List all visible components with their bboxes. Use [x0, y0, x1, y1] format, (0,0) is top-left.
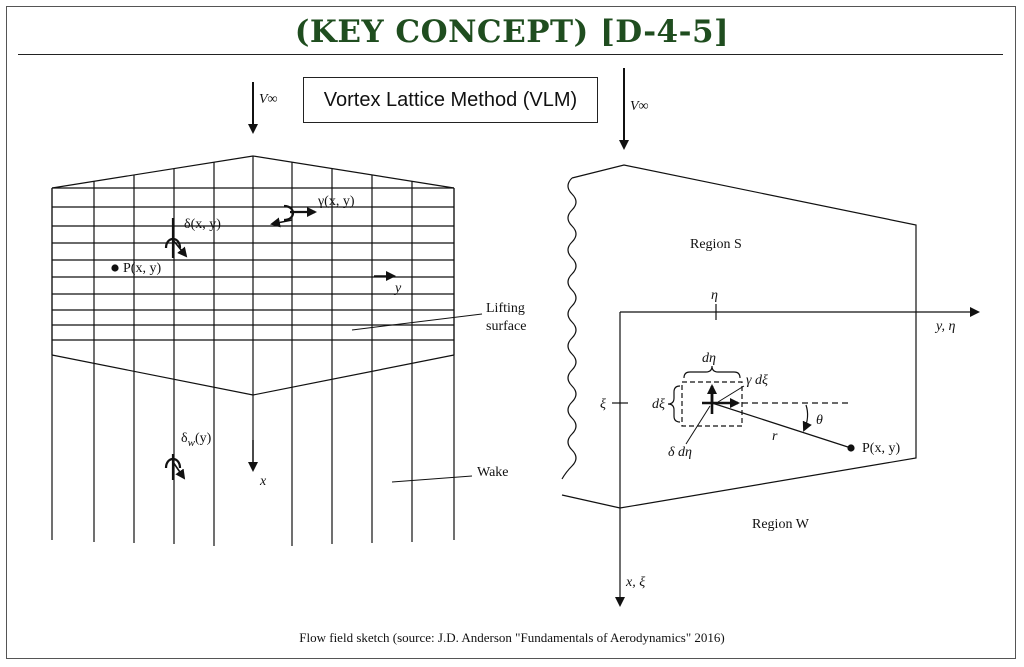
element-box [681, 381, 743, 427]
r-line [711, 402, 852, 449]
xi-label: ξ [600, 397, 606, 412]
left-point-p [111, 264, 119, 272]
lifting-label-line2: surface [486, 319, 526, 334]
wing-root-wavy-edge [561, 177, 577, 480]
wake-label: Wake [477, 465, 509, 480]
left-x-axis-label: x [259, 474, 267, 489]
left-y-axis-label: y [393, 281, 402, 296]
gamma-label: γ(x, y) [317, 194, 355, 209]
right-point-p [847, 444, 855, 452]
slide-frame [6, 6, 1016, 659]
lattice-vertical-lines [51, 156, 455, 546]
theta-arc [802, 404, 812, 432]
theta-label: θ [816, 413, 823, 428]
r-label: r [772, 429, 778, 444]
region-s-label: Region S [690, 237, 742, 252]
top-brace [683, 365, 741, 379]
region-w-label: Region W [752, 517, 810, 532]
wing-outline [561, 164, 917, 509]
vlm-label-box: Vortex Lattice Method (VLM) [303, 77, 598, 123]
right-region-figure [561, 68, 980, 607]
wake-delta-symbol: δ [181, 431, 188, 446]
delta-vortex-symbol [164, 218, 188, 258]
eta-label: η [711, 288, 718, 303]
left-brace [667, 385, 681, 423]
x-xi-label: x, ξ [625, 575, 645, 590]
lifting-leader [351, 313, 483, 331]
left-point-label: P(x, y) [123, 261, 161, 276]
lifting-label-line1: Lifting [486, 301, 525, 316]
gamma-vortex-symbol [270, 204, 317, 228]
gamma-dxi-label: γ dξ [746, 373, 768, 388]
left-labels: V∞ γ(x, y) δ(x, y) P(x, y) y Lifting sur… [123, 92, 526, 489]
wake-leader [391, 475, 473, 483]
right-point-label: P(x, y) [862, 441, 900, 456]
right-labels: V∞ Region S η y, η dη γ dξ ξ dξ θ r P(x,… [600, 99, 955, 590]
slide-title: (KEY CONCEPT) [D-4-5] [294, 14, 730, 50]
d-eta-label: dη [702, 351, 716, 366]
right-freestream-label: V∞ [630, 99, 649, 114]
delta-label: δ(x, y) [184, 217, 221, 232]
wake-delta-label: δw(y) [181, 431, 212, 449]
figure-caption: Flow field sketch (source: J.D. Anderson… [299, 630, 725, 645]
wake-delta-arg: (y) [195, 431, 212, 446]
wake-vortex-symbol [164, 454, 186, 480]
d-xi-label: dξ [652, 397, 665, 412]
left-lattice-figure [51, 82, 483, 546]
left-freestream-label: V∞ [259, 92, 278, 107]
y-eta-label: y, η [934, 319, 955, 334]
delta-deta-label: δ dη [668, 445, 692, 460]
title-divider [18, 54, 1003, 55]
wake-delta-subscript: w [188, 437, 196, 449]
